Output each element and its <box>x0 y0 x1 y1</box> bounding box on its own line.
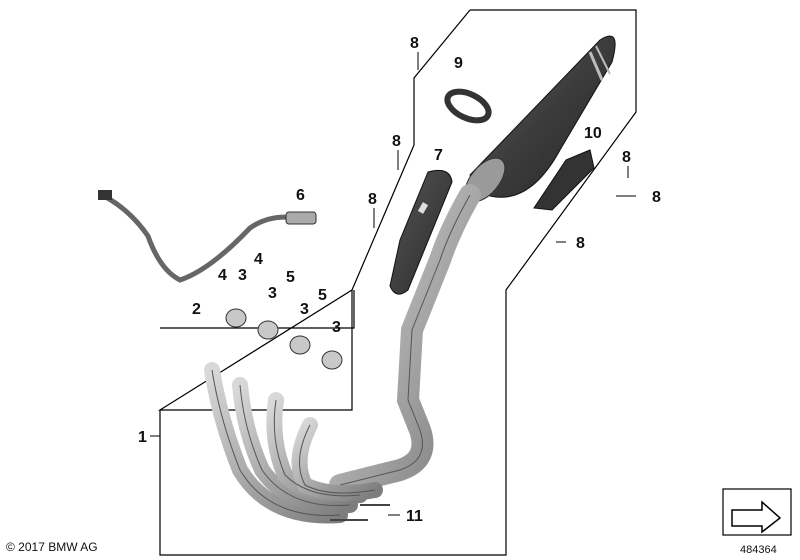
group-frame-manifold <box>157 288 355 411</box>
muffler-bracket <box>533 149 595 211</box>
oxygen-sensor-body <box>285 211 317 225</box>
callout-5a: 5 <box>286 269 295 286</box>
callout-3c: 3 <box>300 301 309 318</box>
callout-8e: 8 <box>652 189 661 206</box>
callout-7: 7 <box>434 147 443 164</box>
callout-9: 9 <box>454 55 463 72</box>
callout-8d: 8 <box>622 149 631 166</box>
oxygen-sensor-connector <box>98 190 112 200</box>
callout-5b: 5 <box>318 287 327 304</box>
callout-3d: 3 <box>332 319 341 336</box>
copyright-text: © 2017 BMW AG <box>6 540 98 554</box>
springs <box>330 504 390 521</box>
callout-4b: 4 <box>254 251 263 268</box>
callout-8f: 8 <box>576 235 585 252</box>
exhaust-manifold <box>204 362 383 524</box>
view-direction-arrow-icon <box>722 488 792 536</box>
callout-8c: 8 <box>368 191 377 208</box>
callout-3a: 3 <box>238 267 247 284</box>
callout-4a: 4 <box>218 267 227 284</box>
callout-11: 11 <box>406 508 423 525</box>
muffler-clamp <box>444 88 492 124</box>
gaskets <box>225 308 343 370</box>
oxygen-sensor-cable <box>101 193 299 283</box>
callout-2: 2 <box>192 301 201 318</box>
callout-10: 10 <box>584 125 602 142</box>
callout-3b: 3 <box>268 285 277 302</box>
callout-8a: 8 <box>410 35 419 52</box>
image-number: 484364 <box>740 544 777 556</box>
group-frame-muffler-left <box>351 9 471 291</box>
callout-1: 1 <box>138 429 147 446</box>
group-frame-muffler <box>159 9 637 556</box>
callout-6: 6 <box>296 187 305 204</box>
callout-8b: 8 <box>392 133 401 150</box>
heat-shield <box>389 169 453 295</box>
